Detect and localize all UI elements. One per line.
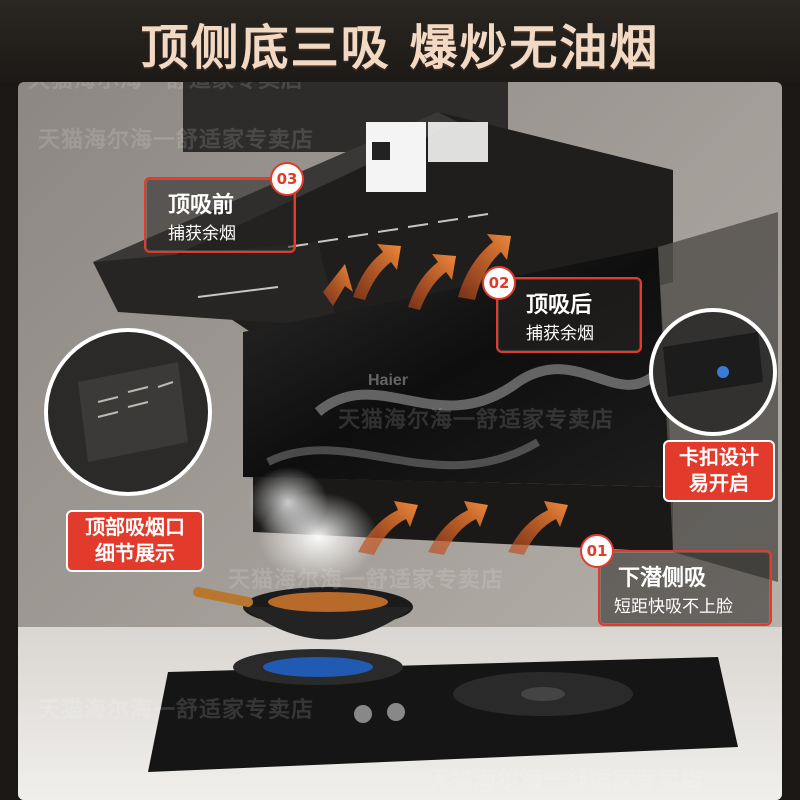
arrow-icon	[353, 244, 401, 300]
cooking-smoke-puff	[248, 467, 328, 537]
arrow-icon	[358, 501, 418, 555]
airflow-swirl	[314, 364, 662, 416]
wok-food	[268, 592, 388, 612]
store-watermark: 天猫海尔海一舒适家专卖店	[38, 128, 315, 153]
tag-top-vent-line1: 顶部吸烟口	[85, 515, 185, 539]
callout-side-low-title: 下潜侧吸	[618, 566, 707, 591]
headline-bar	[0, 0, 800, 82]
airflow-swirl-lower	[266, 438, 541, 470]
stove-knob-right	[387, 703, 405, 721]
left-burner-flame	[263, 657, 373, 677]
tag-clip-line1: 卡扣设计	[679, 445, 759, 469]
wok-handle	[193, 587, 253, 607]
product-photo-frame: 天猫海尔海一舒适家专卖店 天猫海尔海一舒适家专卖店 天猫海尔海一舒适家专卖店 天…	[18, 82, 782, 800]
store-watermark: 天猫海尔海一舒适家专卖店	[38, 698, 315, 723]
tag-top-vent-line2: 细节展示	[95, 541, 175, 565]
store-watermark: 天猫海尔海一舒适家专卖店	[28, 82, 304, 94]
suction-arrows	[323, 234, 568, 555]
store-watermark: 天猫海尔海一舒适家专卖店	[228, 568, 505, 593]
clip-button-icon	[717, 366, 729, 378]
right-burner-cap	[521, 687, 565, 701]
vent-slits	[197, 213, 489, 298]
callout-number-badge: 01	[580, 534, 614, 568]
arrow-icon	[458, 234, 511, 300]
callout-top-back-title: 顶吸后	[526, 293, 593, 318]
store-watermark: 天猫海尔海一舒适家专卖店	[338, 408, 615, 433]
arrow-icon	[408, 254, 456, 310]
arrow-icon	[428, 501, 488, 555]
callout-side-low: 下潜侧吸 短距快吸不上脸	[598, 550, 772, 626]
arrow-icon	[508, 501, 568, 555]
qr-code-icon	[372, 142, 390, 160]
inset-vent-slots	[97, 381, 174, 418]
inset-clip-panel	[663, 332, 763, 397]
callout-top-back: 顶吸后 捕获余烟	[496, 277, 642, 353]
callout-side-low-subtitle: 短距快吸不上脸	[614, 597, 733, 617]
tag-clip-line2: 易开启	[689, 471, 749, 495]
callout-top-front: 顶吸前 捕获余烟	[144, 177, 296, 253]
stove-knob-left	[354, 705, 372, 723]
spec-label	[428, 122, 488, 162]
store-watermark: 天猫海尔海一舒适家专卖店	[428, 768, 705, 793]
tag-top-vent-detail: 顶部吸烟口 细节展示	[66, 510, 204, 572]
callout-top-back-subtitle: 捕获余烟	[526, 324, 594, 344]
tag-clip-design: 卡扣设计 易开启	[663, 440, 775, 502]
brand-logo: Haier	[368, 372, 409, 389]
wok-body	[243, 607, 413, 640]
callout-number-badge: 02	[482, 266, 516, 300]
hood-front-lip	[93, 242, 338, 327]
callout-top-front-subtitle: 捕获余烟	[168, 224, 236, 244]
callout-number-badge: 03	[270, 162, 304, 196]
arrow-icon	[323, 264, 353, 306]
page-title: 顶侧底三吸 爆炒无油烟	[140, 20, 660, 76]
callout-top-front-title: 顶吸前	[168, 193, 235, 218]
